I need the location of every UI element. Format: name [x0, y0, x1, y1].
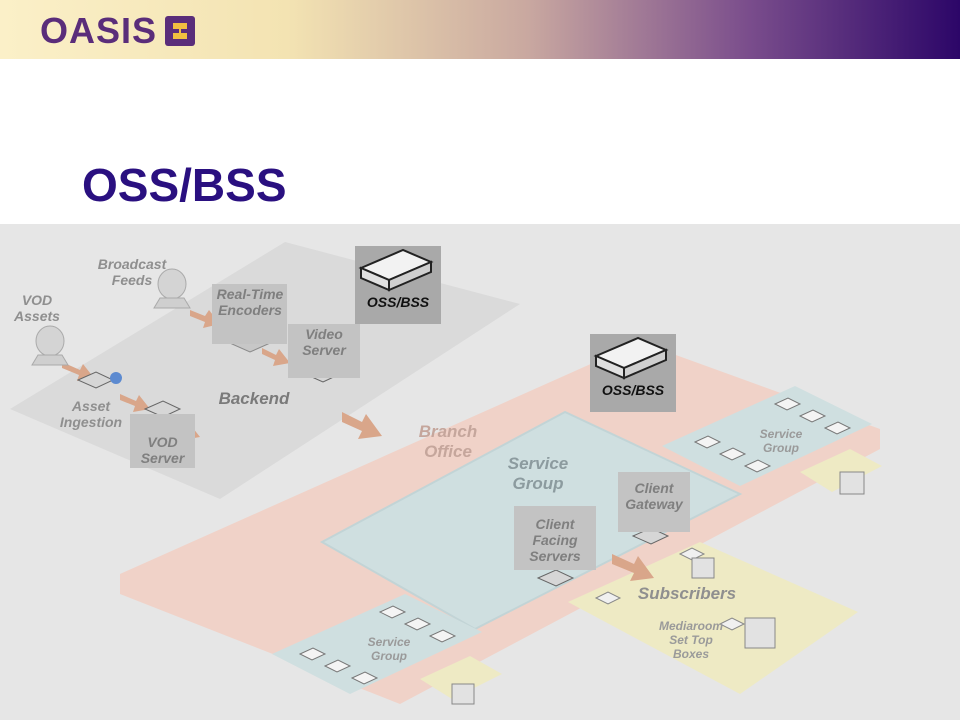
mediaroom-boxes-label: Mediaroom Set Top Boxes	[658, 619, 723, 661]
flow-arrows	[62, 310, 654, 581]
diagram-art	[10, 242, 882, 705]
vod-assets-label: VOD Assets	[14, 292, 60, 325]
vod-server-tile	[130, 414, 195, 468]
service-group-right-devices	[693, 397, 852, 473]
logo-text: OASIS	[40, 10, 158, 51]
oss-bss-branch-box: OSS/BSS	[590, 334, 676, 412]
vod-server-label: VOD Server	[140, 434, 185, 467]
client-gateway-tile	[618, 472, 690, 532]
service-group-bottom-devices	[298, 605, 457, 685]
client-facing-device	[536, 569, 575, 587]
subscribers-label: Subscribers	[637, 584, 737, 603]
service-group-bottom-region	[272, 594, 482, 694]
real-time-encoders-tile	[212, 284, 287, 344]
subscriber-devices	[451, 471, 865, 705]
oss-bss-backend-box: OSS/BSS	[355, 246, 441, 324]
network-diagram: OSS/BSS OSS/BSS Broadcast Feeds VOD Asse…	[0, 224, 960, 720]
arrow-ingestion-to-vod	[120, 394, 150, 412]
arrow-backend-to-branch	[342, 412, 382, 439]
subscribers-region	[568, 542, 858, 694]
server-rack-icon	[358, 248, 434, 292]
page-title: OSS/BSS	[82, 159, 287, 211]
home-tile-bottom	[420, 656, 502, 699]
video-server-label: Video Server	[302, 326, 346, 359]
client-facing-tile	[514, 506, 596, 570]
service-group-main-label: Service Group	[507, 454, 569, 493]
arrow-encoders-to-video	[262, 348, 290, 366]
arrow-to-subscribers	[612, 554, 654, 581]
vod-assets-dish-icon	[31, 325, 69, 366]
logo-mark-icon	[165, 16, 196, 46]
branch-office-label: Branch Office	[418, 422, 478, 461]
oss-bss-backend-label: OSS/BSS	[366, 294, 430, 310]
service-group-bottom-label: Service Group	[367, 635, 411, 663]
broadcast-dish-icon	[153, 268, 191, 309]
client-facing-servers-label: Client Facing Servers	[529, 516, 581, 565]
home-tile-right	[800, 449, 882, 492]
client-gateway-label: Client Gateway	[625, 480, 683, 513]
server-rack-icon	[593, 336, 669, 380]
backend-label: Backend	[218, 389, 290, 408]
asset-ingestion-label: Asset Ingestion	[59, 398, 123, 431]
service-group-right-label: Service Group	[759, 427, 803, 455]
header-bar: OASIS	[0, 0, 960, 59]
service-group-right-region	[662, 386, 872, 486]
oss-bss-branch-label: OSS/BSS	[601, 382, 665, 398]
oasis-logo: OASIS	[40, 10, 197, 52]
broadcast-feeds-label: Broadcast Feeds	[97, 256, 167, 289]
video-server-tile	[288, 324, 360, 378]
real-time-encoders-label: Real-Time Encoders	[216, 286, 284, 319]
